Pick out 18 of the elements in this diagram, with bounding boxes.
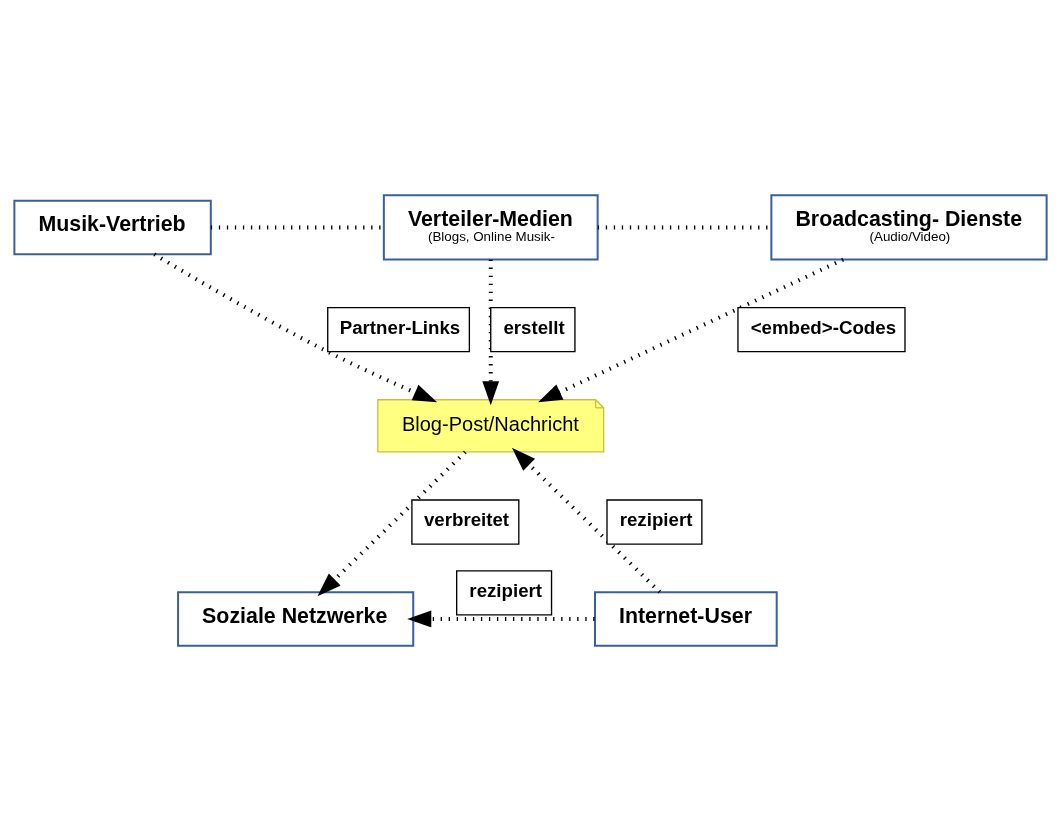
edge-label: rezipiert bbox=[619, 508, 693, 530]
edge-label: erstellt bbox=[503, 316, 565, 338]
node-box: Internet-User bbox=[593, 590, 778, 647]
connector bbox=[210, 224, 384, 229]
node-box: Verteiler-Medien (Blogs, Online Musik- bbox=[382, 193, 599, 260]
arrow bbox=[153, 252, 438, 402]
edge-label: <embed>-Codes bbox=[750, 316, 897, 338]
edge-label: rezipiert bbox=[469, 579, 543, 601]
arrow bbox=[482, 259, 500, 405]
arrow bbox=[511, 447, 662, 594]
node-box: Broadcasting- Dienste (Audio/Video) bbox=[770, 193, 1048, 260]
edge-label: Partner-Links bbox=[339, 316, 461, 338]
arrow bbox=[538, 257, 845, 402]
edge-label: verbreitet bbox=[423, 508, 510, 530]
node-box: Soziale Netzwerke bbox=[177, 590, 415, 647]
arrow bbox=[317, 450, 467, 596]
node-box: Musik-Vertrieb bbox=[13, 199, 212, 255]
arrow bbox=[407, 610, 595, 627]
